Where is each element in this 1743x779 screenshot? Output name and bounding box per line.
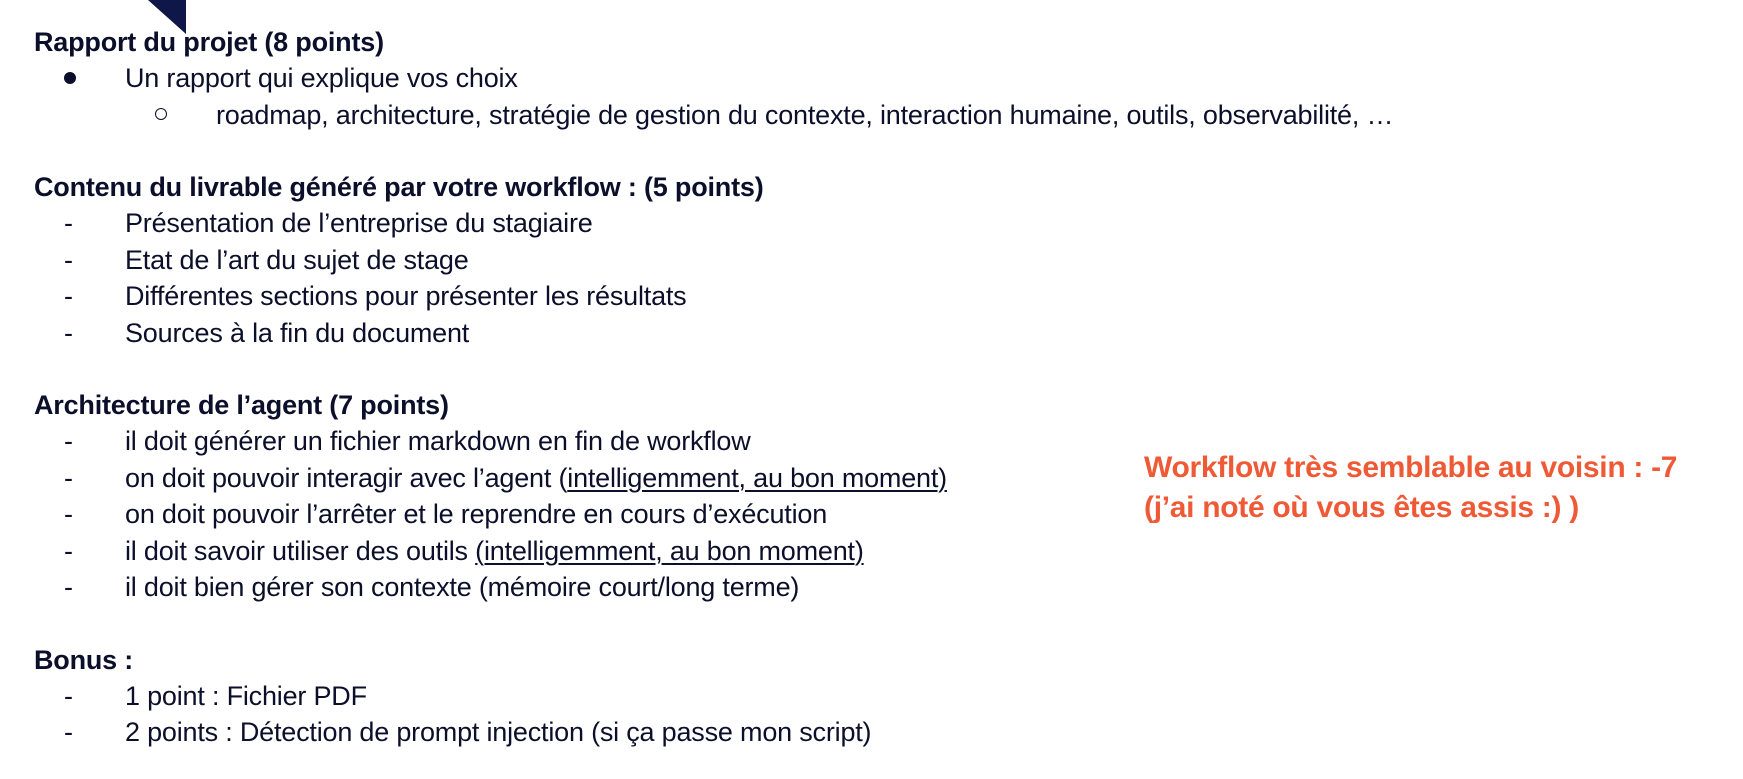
penalty-note: Workflow très semblable au voisin : -7 (… — [1144, 448, 1677, 528]
dash-marker: - — [64, 426, 73, 456]
list-item: - il doit bien gérer son contexte (mémoi… — [34, 569, 1594, 606]
list-item-text: Différentes sections pour présenter les … — [125, 281, 687, 311]
list-item: - on doit pouvoir l’arrêter et le repren… — [34, 496, 1594, 533]
list-item-plain-text: il doit bien gérer son contexte (mémoire… — [125, 572, 800, 602]
list-item: Un rapport qui explique vos choix — [34, 60, 1594, 97]
penalty-note-line-1: Workflow très semblable au voisin : -7 — [1144, 451, 1678, 484]
list-item: - il doit générer un fichier markdown en… — [34, 423, 1594, 460]
section-bonus: Bonus : - 1 point : Fichier PDF - 2 poin… — [34, 642, 1594, 751]
dash-marker: - — [64, 208, 73, 238]
dash-marker: - — [64, 317, 73, 348]
dash-marker: - — [64, 680, 73, 711]
list-item-text: Un rapport qui explique vos choix — [125, 63, 518, 93]
list-item-plain-text: il doit savoir utiliser des outils — [125, 535, 476, 566]
list-item-text: il doit savoir utiliser des outils (inte… — [125, 533, 864, 570]
section-rapport-title: Rapport du projet (8 points) — [34, 27, 384, 57]
list-item-plain-text: il doit générer un fichier markdown en f… — [125, 426, 751, 456]
section-architecture-title: Architecture de l’agent (7 points) — [34, 390, 449, 420]
list-item-text: on doit pouvoir interagir avec l’agent (… — [125, 460, 947, 497]
slide-content: Rapport du projet (8 points) Un rapport … — [34, 24, 1594, 751]
list-item-plain-text: on doit pouvoir l’arrêter et le reprendr… — [125, 499, 828, 529]
dash-marker: - — [64, 535, 73, 566]
underlined-text: (intelligemment, au bon moment) — [475, 535, 864, 566]
corner-triangle-decoration — [148, 0, 186, 34]
penalty-note-line-2: (j’ai noté où vous êtes assis :) ) — [1144, 491, 1579, 524]
dash-marker: - — [64, 244, 73, 275]
list-item-text: Etat de l’art du sujet de stage — [125, 244, 469, 275]
dash-marker: - — [64, 281, 73, 311]
list-item-text: 1 point : Fichier PDF — [125, 680, 367, 711]
section-bonus-title: Bonus : — [34, 644, 134, 675]
dash-marker: - — [64, 462, 73, 493]
list-item-text: Présentation de l’entreprise du stagiair… — [125, 208, 593, 238]
dash-marker: - — [64, 572, 73, 602]
section-rapport: Rapport du projet (8 points) Un rapport … — [34, 24, 1594, 133]
sub-list-item: roadmap, architecture, stratégie de gest… — [34, 97, 1594, 134]
hollow-bullet-icon — [155, 97, 185, 134]
list-item: - Présentation de l’entreprise du stagia… — [34, 205, 1594, 242]
list-item: - Sources à la fin du document — [34, 315, 1594, 352]
list-item: - on doit pouvoir interagir avec l’agent… — [34, 460, 1594, 497]
list-item-text: Sources à la fin du document — [125, 317, 470, 348]
list-item-text: on doit pouvoir l’arrêter et le reprendr… — [125, 496, 827, 533]
bullet-dot-icon — [64, 60, 94, 97]
list-item: - Différentes sections pour présenter le… — [34, 278, 1594, 315]
underlined-text: intelligemment, au bon moment) — [567, 462, 947, 493]
list-item: - 1 point : Fichier PDF — [34, 678, 1594, 715]
list-item-text: il doit bien gérer son contexte (mémoire… — [125, 569, 799, 606]
list-item-text: il doit générer un fichier markdown en f… — [125, 423, 751, 460]
list-item-text: 2 points : Détection de prompt injection… — [125, 717, 872, 747]
dash-marker: - — [64, 717, 73, 747]
section-architecture: Architecture de l’agent (7 points) - il … — [34, 387, 1594, 606]
list-item: - il doit savoir utiliser des outils (in… — [34, 533, 1594, 570]
list-item: - 2 points : Détection de prompt injecti… — [34, 714, 1594, 751]
list-item-plain-text: on doit pouvoir interagir avec l’agent ( — [125, 462, 568, 493]
sub-list-item-text: roadmap, architecture, stratégie de gest… — [216, 99, 1394, 130]
dash-marker: - — [64, 499, 73, 529]
section-contenu-title: Contenu du livrable généré par votre wor… — [34, 172, 764, 202]
section-contenu: Contenu du livrable généré par votre wor… — [34, 169, 1594, 351]
list-item: - Etat de l’art du sujet de stage — [34, 242, 1594, 279]
